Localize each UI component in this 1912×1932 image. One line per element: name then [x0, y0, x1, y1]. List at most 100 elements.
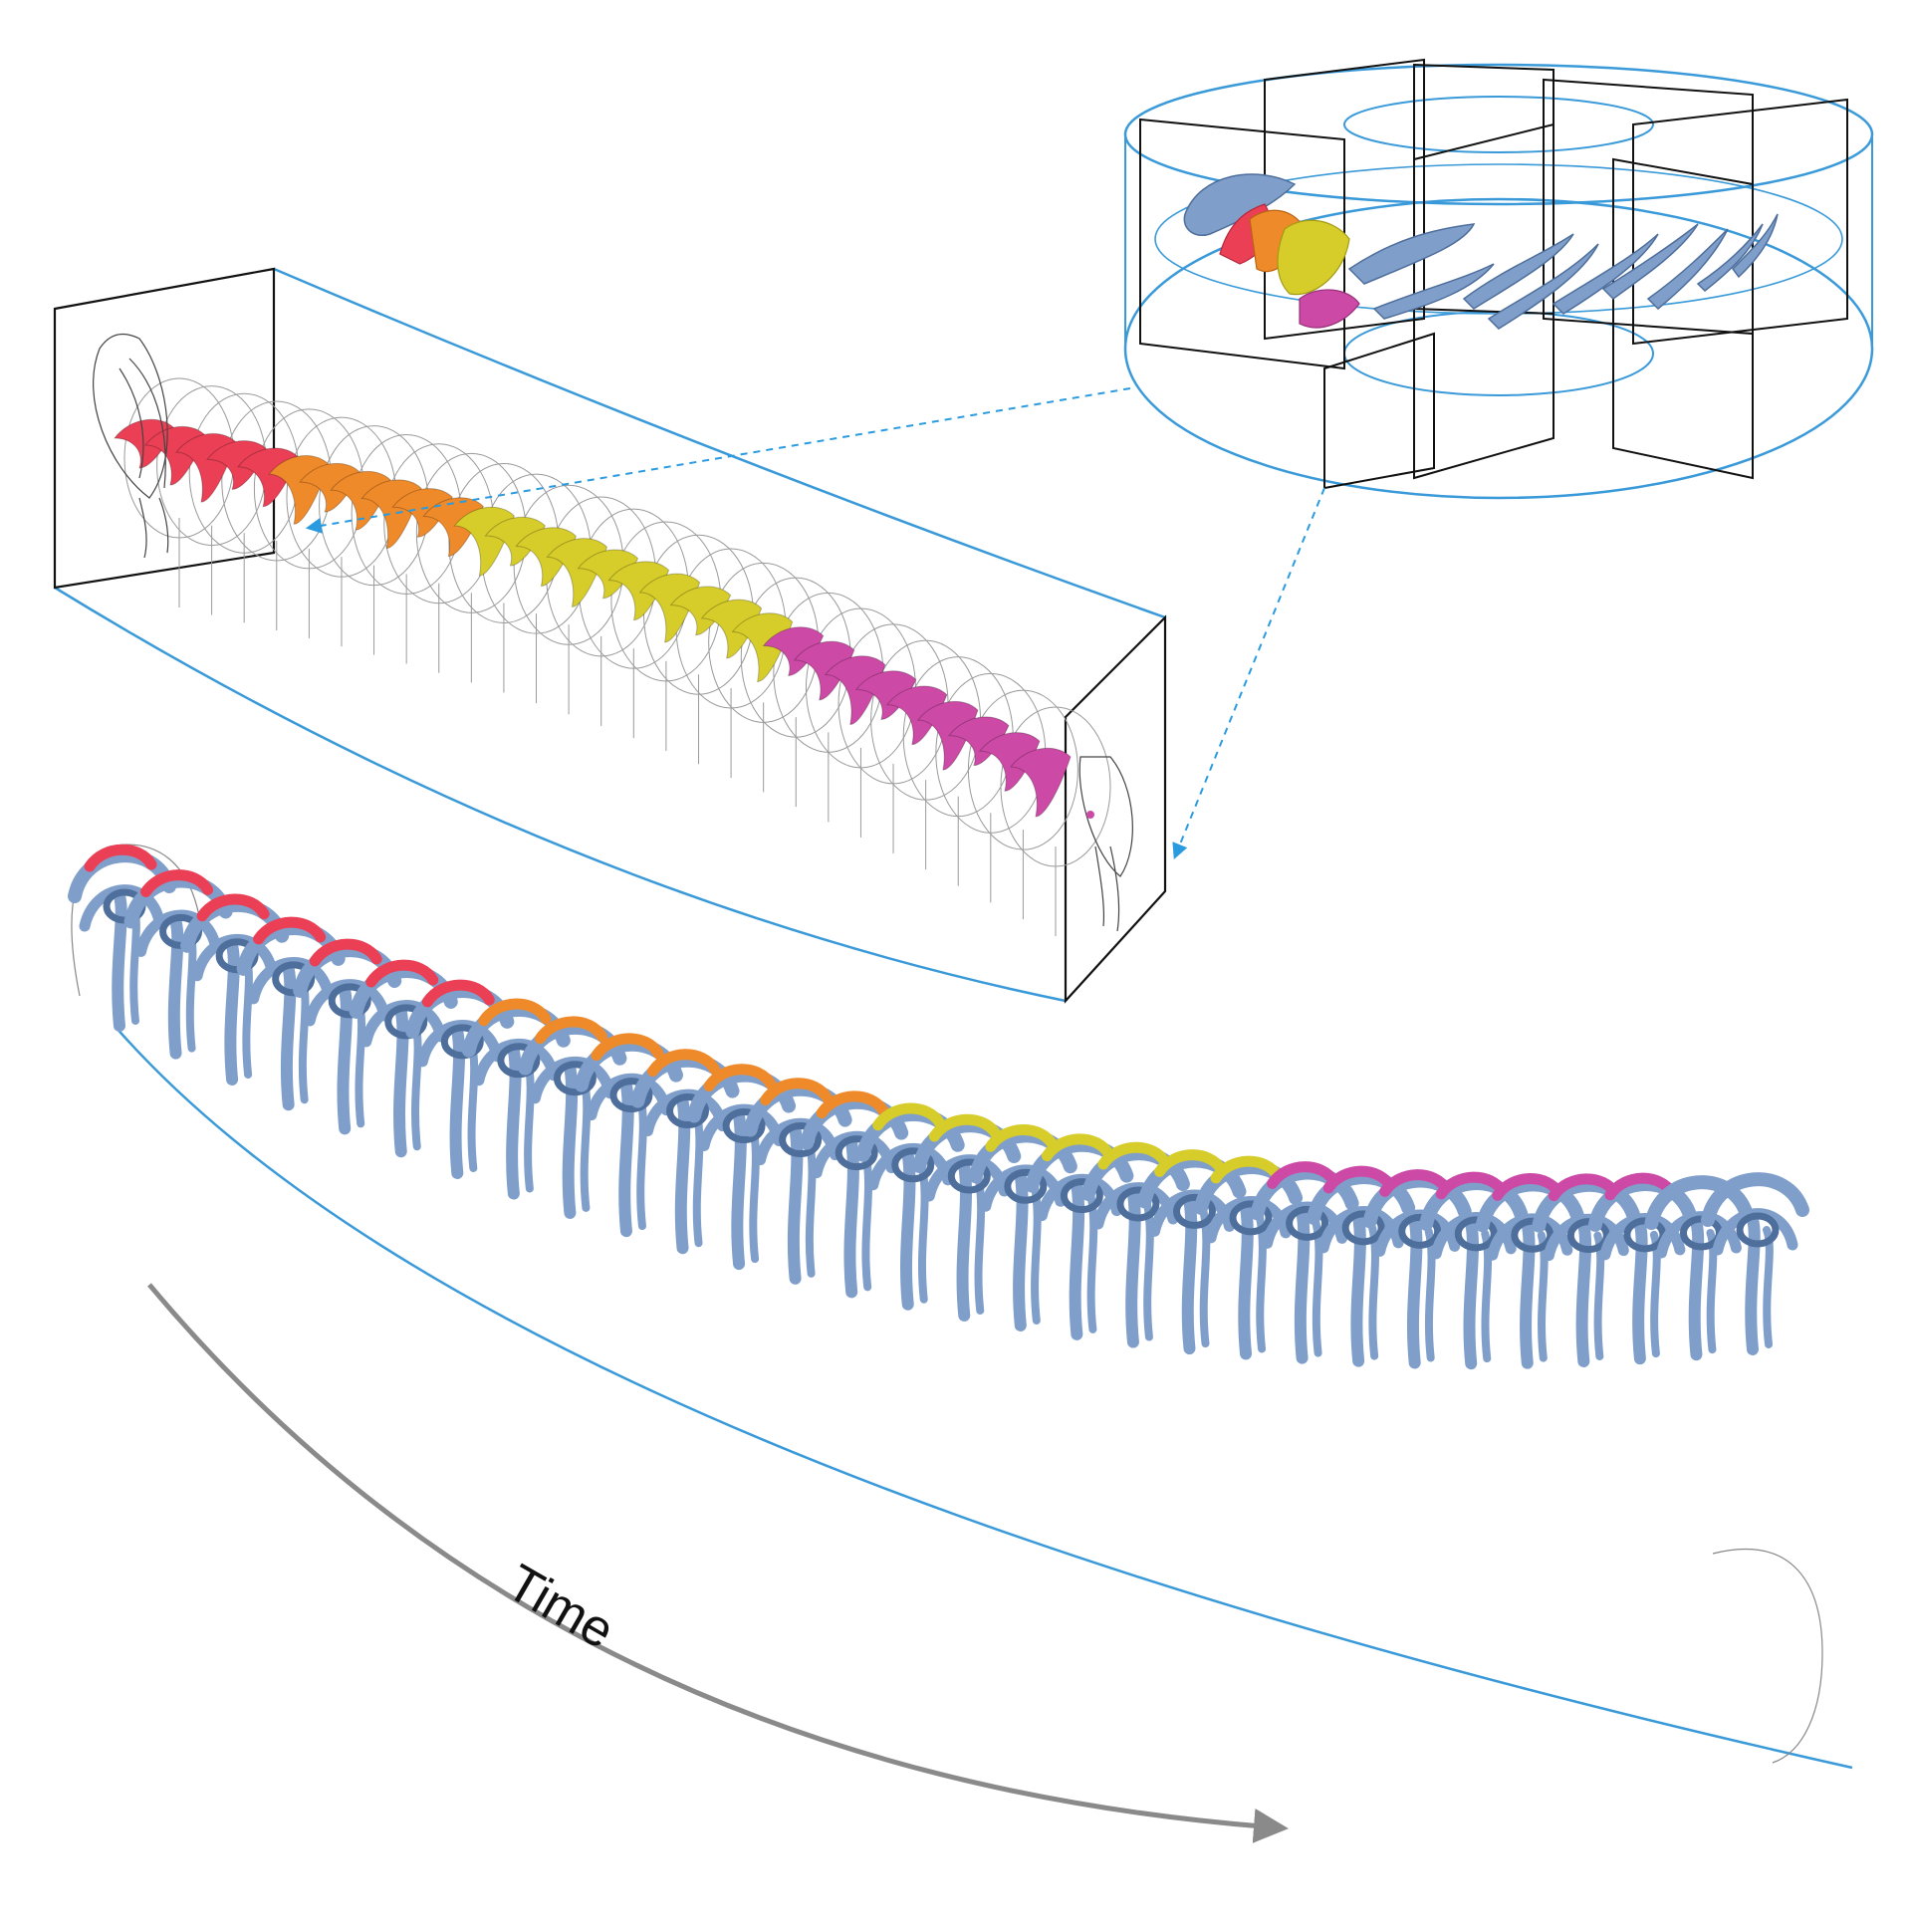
vortex-accent — [253, 916, 327, 945]
vortex-stem — [1481, 1229, 1493, 1363]
vortex-head — [1362, 1173, 1472, 1229]
vortex-ring — [779, 1122, 823, 1158]
box-strand — [607, 561, 670, 621]
vortex-ring — [1004, 1168, 1048, 1204]
vortex-stem — [393, 1005, 409, 1158]
vortex-ring — [1398, 1213, 1442, 1249]
vortex-stem — [337, 984, 353, 1135]
arrow-right-icon — [147, 1283, 1289, 1843]
vortex-stem — [1688, 1217, 1705, 1361]
box-top-curve — [273, 267, 1166, 619]
box-strand — [824, 655, 886, 726]
vortex-stem — [1745, 1214, 1761, 1355]
vortex-ring — [1060, 1178, 1103, 1214]
vortex-stem — [1086, 1191, 1098, 1333]
box-strand — [978, 732, 1041, 792]
box-strand — [700, 599, 763, 659]
vortex-accent — [985, 1124, 1059, 1152]
box-bottom-curve — [54, 586, 1067, 1003]
vortex-accent — [760, 1078, 834, 1106]
vortex-accent — [309, 938, 382, 967]
vortex-stem — [449, 1025, 466, 1179]
vortex-accent — [1097, 1141, 1171, 1170]
vortex-stem — [1463, 1217, 1479, 1370]
box-strand — [299, 462, 360, 513]
band-end-hood — [1712, 1549, 1823, 1764]
box-vortex-strands — [113, 418, 1072, 818]
box-strand — [916, 701, 979, 771]
vortex-accent — [816, 1090, 889, 1119]
vortex-head — [1644, 1175, 1754, 1231]
vortex-stem — [562, 1062, 579, 1219]
cylinder-vortex-magenta — [1299, 289, 1360, 329]
cylinder-vortex-yellow — [1277, 219, 1350, 296]
vortex-ring — [1341, 1210, 1385, 1246]
vortex-head — [1250, 1165, 1359, 1221]
vortex-stem — [1142, 1199, 1154, 1341]
vortex-ring — [328, 983, 371, 1019]
box-strand — [515, 527, 578, 587]
vortex-accent — [534, 1016, 607, 1045]
vortex-ring — [891, 1147, 935, 1183]
cylinder-vortex-blue — [1183, 173, 1779, 330]
cylinder-inset — [1123, 58, 1874, 500]
vortex-stem — [1181, 1195, 1198, 1355]
vortex-stem — [280, 962, 297, 1111]
vortex-stem — [749, 1121, 760, 1264]
projection-arrow-lower — [1172, 487, 1325, 859]
vortex-stem — [1030, 1182, 1042, 1325]
vortex-stem — [1312, 1219, 1323, 1357]
time-label: Time — [497, 1554, 623, 1660]
vortex-stem — [1125, 1187, 1141, 1348]
vortex-stem — [1013, 1170, 1029, 1331]
box-strand — [731, 612, 794, 682]
box-strand — [330, 471, 391, 531]
vortex-accent — [591, 1033, 664, 1062]
vortex-accent — [928, 1113, 1002, 1142]
vortex-stem — [843, 1136, 859, 1299]
box-strand — [206, 440, 268, 490]
vortex-stem — [112, 890, 127, 1032]
dashed-arrow-icon — [305, 387, 1325, 859]
vortex-ring — [722, 1108, 766, 1144]
vortex-stem — [523, 1056, 535, 1193]
vortex-ring — [1286, 1205, 1329, 1241]
vortex-stem — [410, 1017, 422, 1151]
vortex-accent — [703, 1064, 777, 1092]
vortex-stem — [1632, 1218, 1648, 1365]
vortex-stem — [974, 1171, 986, 1315]
vortex-stem — [635, 1090, 647, 1231]
vortex-stem — [618, 1079, 634, 1238]
vortex-stem — [506, 1044, 522, 1200]
vortex-head — [1532, 1177, 1641, 1233]
box-strand — [793, 640, 855, 701]
box-strand — [546, 538, 608, 607]
vortex-accent — [1267, 1161, 1340, 1189]
vortex-accent — [1322, 1165, 1396, 1194]
vortex-stem — [1238, 1201, 1254, 1360]
vortex-accent — [421, 979, 495, 1008]
box-strand — [885, 685, 948, 746]
vortex-ring — [1511, 1217, 1554, 1253]
vortex-stem — [917, 1160, 929, 1304]
vortex-stem — [956, 1159, 972, 1322]
vortex-head — [1587, 1177, 1697, 1232]
box-strand — [638, 573, 701, 643]
vortex-accent — [196, 893, 270, 922]
right-panel-sketch — [1078, 756, 1133, 932]
time-vortex-columns — [68, 844, 1809, 1370]
box-left-panel — [53, 267, 276, 590]
vortex-ring — [1172, 1193, 1216, 1229]
vortex-accent — [872, 1102, 946, 1131]
vortex-stem — [731, 1109, 747, 1271]
vortex-accent — [140, 869, 214, 897]
curved-box-panel — [53, 267, 1167, 1004]
vortex-ring — [666, 1093, 710, 1129]
vortex-stem — [1350, 1211, 1366, 1367]
vortex-accent — [478, 998, 552, 1027]
vortex-ring — [609, 1078, 653, 1113]
vortex-ring — [1116, 1186, 1160, 1222]
vortex-stem — [580, 1074, 592, 1212]
vortex-accent — [1041, 1133, 1114, 1162]
vortex-head — [1307, 1170, 1416, 1225]
